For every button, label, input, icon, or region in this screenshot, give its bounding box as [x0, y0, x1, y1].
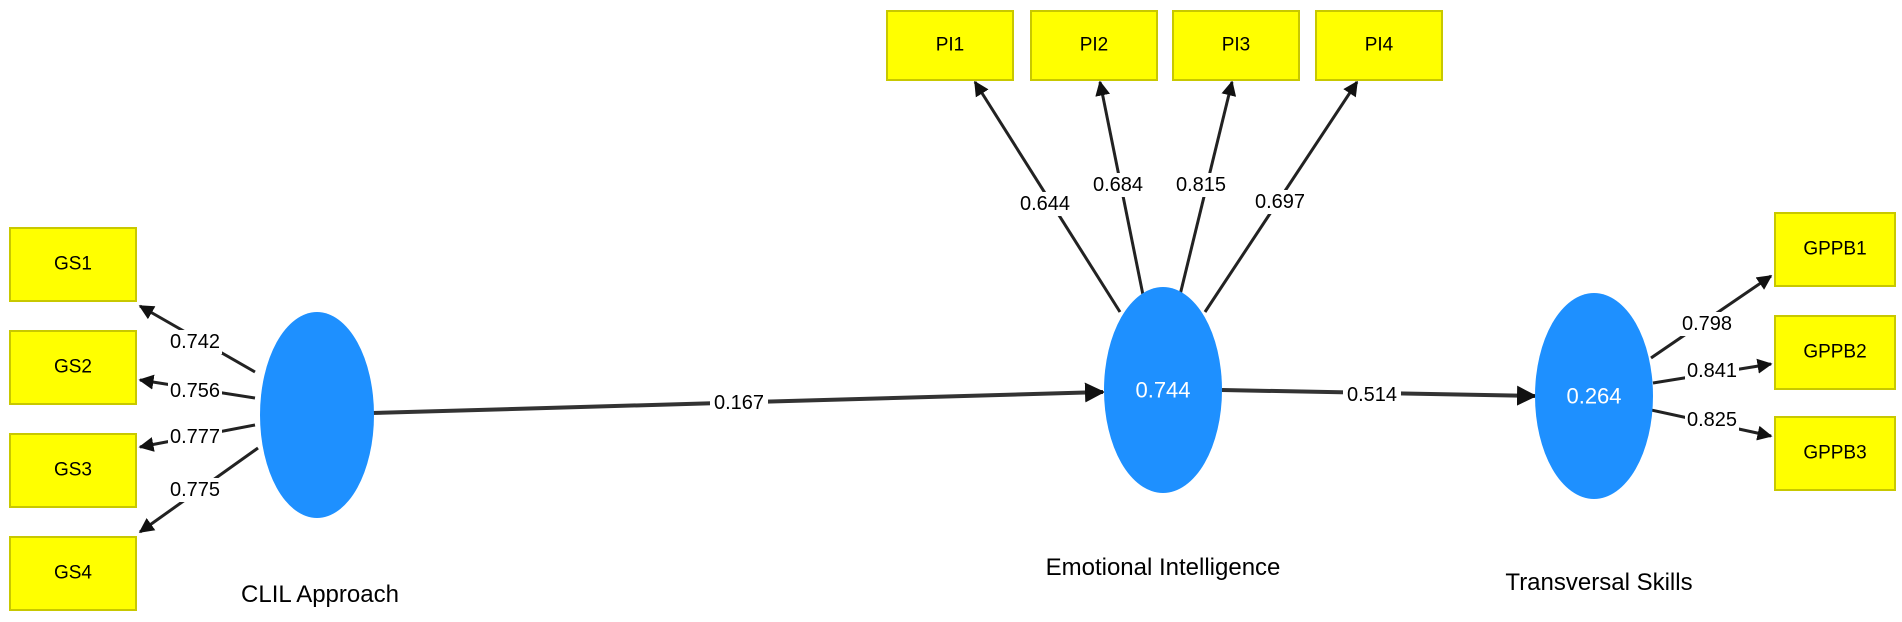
indicator-gs1[interactable]: GS1	[9, 227, 137, 302]
indicator-pi3-label: PI3	[1222, 35, 1251, 56]
path-coef-clil-ei: 0.167	[714, 392, 764, 414]
path-coef-ei-ts: 0.514	[1347, 384, 1397, 406]
loading-label-gs4: 0.775	[168, 478, 222, 502]
loading-gppb3: 0.825	[1687, 409, 1737, 431]
indicator-gs1-label: GS1	[54, 254, 92, 275]
construct-transversal-skills[interactable]: 0.264 Transversal Skills	[1505, 293, 1693, 596]
loading-gs1: 0.742	[170, 331, 220, 353]
indicator-pi1[interactable]: PI1	[886, 10, 1014, 81]
indicator-pi2[interactable]: PI2	[1030, 10, 1158, 81]
loading-label-pi1: 0.644	[1018, 192, 1072, 216]
loading-label-gs1: 0.742	[168, 330, 222, 354]
indicator-pi3[interactable]: PI3	[1172, 10, 1300, 81]
loading-gs2: 0.756	[170, 380, 220, 402]
indicator-gppb2[interactable]: GPPB2	[1774, 315, 1896, 390]
loading-label-pi2: 0.684	[1091, 173, 1145, 197]
loading-label-pi4: 0.697	[1253, 190, 1307, 214]
indicators-clil: GS1 GS2 GS3 GS4	[9, 227, 137, 611]
indicator-gs2-label: GS2	[54, 357, 92, 378]
loading-label-gs3: 0.777	[168, 425, 222, 449]
loading-pi3: 0.815	[1176, 174, 1226, 196]
indicator-gppb3-label: GPPB3	[1803, 443, 1866, 464]
construct-emotional-intelligence[interactable]: 0.744 Emotional Intelligence	[1046, 287, 1281, 581]
path-label-clil-ei: 0.167	[710, 390, 768, 416]
construct-ei-value: 0.744	[1135, 378, 1190, 403]
indicator-gppb1[interactable]: GPPB1	[1774, 212, 1896, 287]
loading-pi2: 0.684	[1093, 174, 1143, 196]
indicator-gppb1-label: GPPB1	[1803, 239, 1866, 260]
indicator-gs2[interactable]: GS2	[9, 330, 137, 405]
indicator-pi2-label: PI2	[1080, 35, 1109, 56]
indicator-pi1-label: PI1	[936, 35, 965, 56]
loading-label-gppb1: 0.798	[1680, 312, 1734, 336]
construct-clil-approach[interactable]: CLIL Approach	[241, 312, 399, 608]
indicator-gs4-label: GS4	[54, 563, 92, 584]
edges	[138, 80, 1773, 534]
loading-gs3: 0.777	[170, 426, 220, 448]
edge-labels: 0.742 0.756 0.777 0.775 0.644 0.684 0.81…	[168, 173, 1739, 502]
construct-clil-name: CLIL Approach	[241, 581, 399, 608]
loading-pi1: 0.644	[1020, 193, 1070, 215]
loading-label-gppb2: 0.841	[1685, 359, 1739, 383]
loading-label-gppb3: 0.825	[1685, 408, 1739, 432]
loading-gppb1: 0.798	[1682, 313, 1732, 335]
path-label-ei-ts: 0.514	[1343, 382, 1401, 408]
loading-label-pi3: 0.815	[1174, 173, 1228, 197]
indicator-gs4[interactable]: GS4	[9, 536, 137, 611]
indicators-ei: PI1 PI2 PI3 PI4	[886, 10, 1443, 81]
indicator-gs3-label: GS3	[54, 460, 92, 481]
loading-pi4: 0.697	[1255, 191, 1305, 213]
loading-gppb2: 0.841	[1687, 360, 1737, 382]
construct-ts-value: 0.264	[1566, 384, 1621, 409]
indicator-pi4[interactable]: PI4	[1315, 10, 1443, 81]
indicator-gppb3[interactable]: GPPB3	[1774, 416, 1896, 491]
loading-label-gs2: 0.756	[168, 379, 222, 403]
indicator-gppb2-label: GPPB2	[1803, 342, 1866, 363]
indicator-pi4-label: PI4	[1365, 35, 1394, 56]
loading-gs4: 0.775	[170, 479, 220, 501]
construct-ei-name: Emotional Intelligence	[1046, 554, 1281, 581]
indicators-ts: GPPB1 GPPB2 GPPB3	[1774, 212, 1896, 491]
construct-ts-name: Transversal Skills	[1505, 569, 1692, 596]
indicator-gs3[interactable]: GS3	[9, 433, 137, 508]
